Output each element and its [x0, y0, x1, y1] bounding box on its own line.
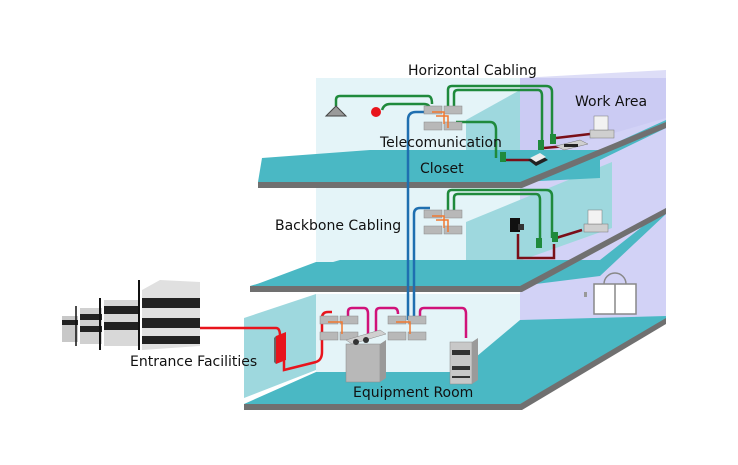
- label-horizontal-cabling: Horizontal Cabling: [408, 63, 537, 79]
- label-telecom-closet-1: Telecomunication: [379, 135, 502, 151]
- ground-floor-edge: [244, 318, 666, 410]
- entrance-protector-icon: [274, 332, 286, 364]
- horizontal-cable-computer: [446, 84, 554, 140]
- wall-outlet-4: [536, 238, 542, 248]
- label-entrance-facilities: Entrance Facilities: [130, 354, 257, 370]
- wall-outlet-2: [538, 140, 544, 150]
- label-equipment-room: Equipment Room: [353, 385, 473, 401]
- telephone-icon: [528, 153, 548, 166]
- ceiling-speaker-icon: [324, 105, 348, 117]
- equipment-cable-1: [346, 306, 370, 336]
- workarea-cable-computer: [555, 132, 591, 140]
- backbone-cable-2: [412, 206, 430, 320]
- computer-middle-icon: [583, 209, 609, 233]
- equipment-room-patch-panel-1: [319, 315, 359, 341]
- horizontal-cable-mid-1: [446, 188, 554, 238]
- elevator-icon: [584, 272, 637, 315]
- horizontal-cable-mid-2: [452, 192, 542, 242]
- top-floor-slab: [258, 150, 470, 182]
- equipment-cable-2: [374, 306, 400, 336]
- horizontal-cable-speaker: [334, 94, 434, 106]
- middle-floor-slab: [252, 262, 520, 286]
- pbx-cabinet-icon: [345, 329, 387, 383]
- telecom-closet-patch-panel: [423, 105, 463, 131]
- alarm-bell-icon: [371, 107, 381, 117]
- server-tower-icon: [449, 338, 478, 385]
- equipment-cable-server: [418, 306, 468, 338]
- wall-outlet-3: [550, 134, 556, 144]
- horizontal-cable-printer: [452, 88, 544, 144]
- horizontal-cable-phone: [456, 120, 498, 158]
- wall-outlet-5: [552, 232, 558, 242]
- wall-phone-icon: [510, 218, 524, 232]
- label-backbone-cabling: Backbone Cabling: [275, 218, 401, 234]
- label-work-area: Work Area: [575, 94, 647, 110]
- equipment-room-patch-panel-2: [387, 315, 427, 341]
- wall-outlet-1: [500, 152, 506, 162]
- computer-top-icon: [589, 115, 615, 139]
- building-icon: [62, 280, 200, 350]
- workarea-cable-wallphone: [516, 234, 556, 260]
- workarea-cable-mid-computer: [555, 228, 583, 240]
- ground-floor-right: [420, 316, 666, 404]
- printer-icon: [555, 139, 589, 151]
- label-telecom-closet-2: Closet: [420, 161, 464, 177]
- backbone-cable-1: [406, 110, 430, 320]
- middle-floor-patch-panel: [423, 209, 463, 235]
